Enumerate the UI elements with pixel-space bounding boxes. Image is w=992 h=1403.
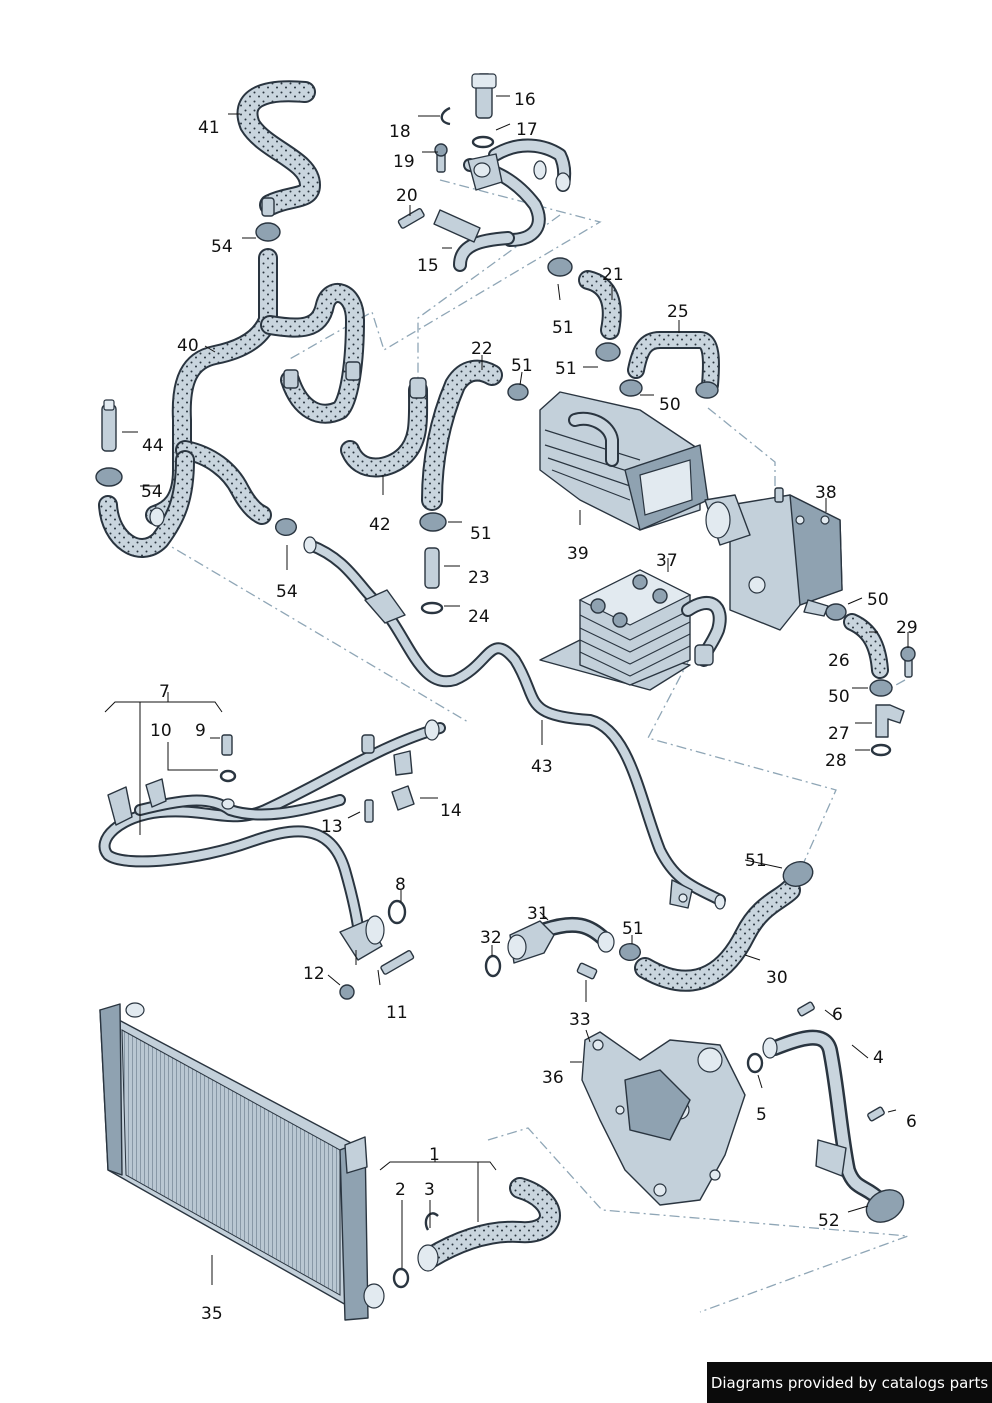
- radiator-35: [99, 1002, 385, 1321]
- callout-32: 32: [480, 928, 502, 948]
- callout-40: 40: [177, 336, 199, 356]
- callout-35: 35: [201, 1304, 223, 1324]
- callout-51-b: 51: [555, 359, 577, 379]
- callout-4: 4: [873, 1048, 884, 1068]
- callout-24: 24: [468, 607, 490, 627]
- callout-10: 10: [150, 721, 172, 741]
- bracket-36: [581, 1031, 746, 1206]
- callout-50-b: 50: [867, 590, 889, 610]
- callout-26: 26: [828, 651, 850, 671]
- connector-44: [95, 399, 123, 487]
- callout-6-top: 6: [832, 1005, 843, 1025]
- callout-39: 39: [567, 544, 589, 564]
- callout-41: 41: [198, 118, 220, 138]
- callout-14: 14: [440, 801, 462, 821]
- callout-33: 33: [569, 1010, 591, 1030]
- callout-18: 18: [389, 122, 411, 142]
- callout-44: 44: [142, 436, 164, 456]
- callout-42: 42: [369, 515, 391, 535]
- callout-54-top: 54: [211, 237, 233, 257]
- callout-20: 20: [396, 186, 418, 206]
- callout-51-e: 51: [745, 851, 767, 871]
- callout-29: 29: [896, 618, 918, 638]
- hose-42: [340, 377, 429, 478]
- hose-15: [433, 138, 572, 272]
- callout-labels: 16 17 18 19 20 15 41 54 21 51 25 51 40 2…: [141, 90, 918, 1324]
- callout-51-a: 51: [552, 318, 574, 338]
- hose-22: [419, 359, 503, 615]
- callout-50-c: 50: [828, 687, 850, 707]
- leader-lines: [104, 95, 909, 1285]
- callout-38: 38: [815, 483, 837, 503]
- callout-51-c: 51: [511, 356, 533, 376]
- callout-16: 16: [514, 90, 536, 110]
- callout-2: 2: [395, 1180, 406, 1200]
- callout-7: 7: [159, 682, 170, 702]
- cooler-39: [539, 391, 709, 531]
- pipe-4: [746, 1001, 905, 1223]
- callout-3: 3: [424, 1180, 435, 1200]
- hose-25: [507, 331, 720, 401]
- small-parts-8-11-12-13-14: [219, 734, 415, 1000]
- callout-11: 11: [386, 1003, 408, 1023]
- callout-9: 9: [195, 721, 206, 741]
- callout-25: 25: [667, 302, 689, 322]
- callout-27: 27: [828, 724, 850, 744]
- callout-36: 36: [542, 1068, 564, 1088]
- callout-51-d: 51: [470, 524, 492, 544]
- housing-38: [704, 487, 847, 631]
- callout-15: 15: [417, 256, 439, 276]
- callout-50-a: 50: [659, 395, 681, 415]
- callout-23: 23: [468, 568, 490, 588]
- callout-51-f: 51: [622, 919, 644, 939]
- credit-banner: Diagrams provided by catalogs parts: [707, 1362, 992, 1403]
- callout-28: 28: [825, 751, 847, 771]
- callout-54-mid: 54: [141, 482, 163, 502]
- hose-30: [618, 861, 814, 992]
- oil-cooler-37: [539, 569, 727, 691]
- credit-text: Diagrams provided by catalogs parts: [710, 1373, 989, 1392]
- callout-17: 17: [516, 120, 538, 140]
- callout-54-low: 54: [276, 582, 298, 602]
- pipe-43: [303, 536, 726, 910]
- callout-43: 43: [531, 757, 553, 777]
- hose-41: [236, 80, 321, 242]
- hose-21: [547, 257, 622, 362]
- hose-26: [843, 613, 916, 757]
- hose-40: [98, 248, 365, 558]
- callout-19: 19: [393, 152, 415, 172]
- callout-8: 8: [395, 875, 406, 895]
- callout-52: 52: [818, 1211, 840, 1231]
- callout-5: 5: [756, 1105, 767, 1125]
- callout-30: 30: [766, 968, 788, 988]
- callout-22: 22: [471, 339, 493, 359]
- callout-12: 12: [303, 964, 325, 984]
- callout-6-bottom: 6: [906, 1112, 917, 1132]
- sender-16: [397, 73, 497, 229]
- callout-37: 37: [656, 551, 678, 571]
- flange-31: [484, 916, 615, 980]
- callout-31: 31: [527, 904, 549, 924]
- callout-13: 13: [321, 817, 343, 837]
- callout-21: 21: [602, 265, 624, 285]
- hose-1: [392, 1177, 561, 1289]
- assembly-lines: [159, 179, 909, 1313]
- callout-1: 1: [429, 1145, 440, 1165]
- pipe-assembly-7: [98, 719, 446, 961]
